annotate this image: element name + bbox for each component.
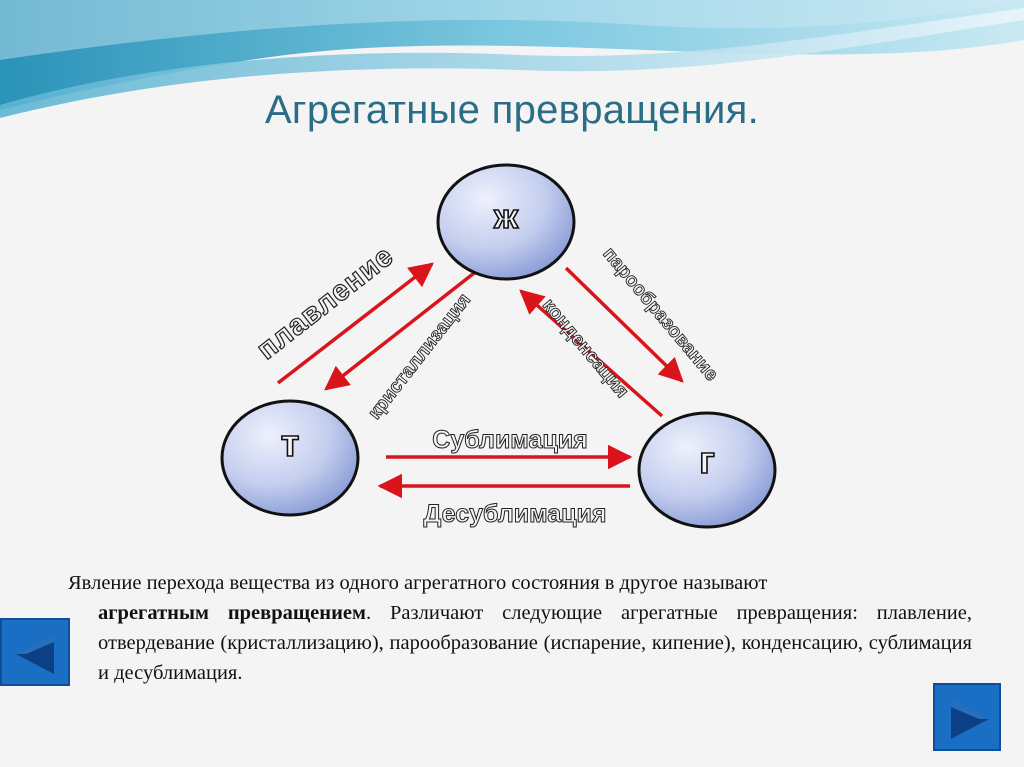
previous-slide-button[interactable]	[0, 618, 70, 686]
node-solid: т	[220, 399, 360, 517]
slide-title: Агрегатные превращения.	[264, 88, 760, 132]
arrow-vaporization	[564, 266, 684, 383]
node-gas-label: г	[699, 440, 715, 482]
label-vaporization: парообразование	[598, 244, 722, 386]
triangle-right-icon	[951, 699, 989, 739]
definition-term: агрегатным превращением	[98, 602, 366, 624]
arrow-condensation	[519, 289, 664, 418]
header-wave-decoration	[0, 0, 1024, 118]
definition-paragraph: Явление перехода вещества из одного агре…	[68, 568, 972, 688]
label-sublimation: Сублимация	[432, 426, 587, 454]
definition-line-1: Явление перехода вещества из одного агре…	[68, 572, 768, 594]
definition-continuation: агрегатным превращением. Различают следу…	[68, 598, 972, 688]
arrow-crystallization	[324, 268, 480, 391]
label-crystallization-group: кристаллизация	[364, 289, 476, 424]
node-liquid-label: ж	[493, 198, 519, 236]
label-crystallization: кристаллизация	[364, 290, 475, 424]
arrow-melting	[276, 262, 434, 385]
label-condensation: конденсация	[538, 295, 633, 402]
label-vaporization-group: парообразование	[598, 243, 723, 386]
label-condensation-group: конденсация	[537, 294, 633, 402]
next-slide-button[interactable]	[933, 683, 1001, 751]
node-liquid: ж	[436, 163, 576, 281]
node-gas: г	[637, 411, 777, 529]
label-desublimation: Десублимация	[424, 500, 607, 528]
node-solid-label: т	[281, 423, 300, 465]
definition-rest: . Различают следующие агрегатные превращ…	[98, 602, 972, 684]
triangle-left-icon	[16, 634, 54, 674]
